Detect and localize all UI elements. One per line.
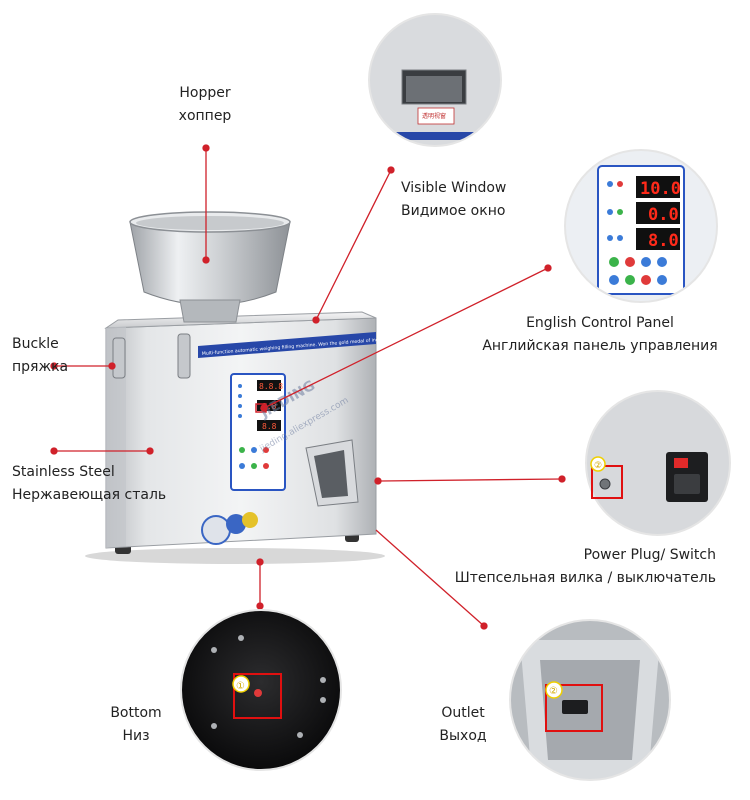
svg-text:透明视窗: 透明视窗 [422, 112, 446, 120]
detail-visible-window: 透明视窗 [368, 13, 502, 147]
buckle-clip [112, 333, 191, 379]
label-en: Stainless Steel [12, 464, 115, 480]
outlet-chute [305, 439, 359, 507]
label-en: Bottom [110, 705, 162, 721]
label-bottom: Bottom Низ [100, 702, 172, 748]
label-en: Buckle [12, 336, 59, 352]
label-en: Hopper [179, 85, 231, 101]
label-ru: Английская панель управления [482, 338, 718, 354]
display-3: 8.0 [648, 231, 679, 251]
label-ru: Видимое окно [401, 203, 506, 219]
banner-strip [198, 332, 376, 358]
label-ru: пряжка [12, 359, 69, 375]
detail-power: ② [585, 390, 731, 536]
label-visible-window: Visible Window Видимое окно [401, 177, 506, 223]
label-control-panel: English Control Panel Английская панель … [460, 312, 740, 358]
label-en: English Control Panel [526, 315, 674, 331]
mini-display: 8.8 [262, 422, 277, 431]
detail-outlet: ② [509, 619, 671, 781]
svg-text:①: ① [236, 681, 245, 692]
machine-control-panel: 8.8.8 8.8 8.8 [230, 373, 286, 491]
label-en: Visible Window [401, 180, 507, 196]
leader-lines [50, 144, 566, 630]
label-stainless-steel: Stainless Steel Нержавеющая сталь [12, 461, 166, 507]
badges [201, 512, 258, 545]
label-outlet: Outlet Выход [430, 702, 496, 748]
label-buckle: Buckle пряжка [12, 333, 68, 379]
label-en: Outlet [441, 705, 485, 721]
mini-display: 8.8 [262, 402, 277, 411]
svg-text:②: ② [594, 461, 602, 471]
detail-control-panel: 10.0 0.0 8.0 [564, 149, 718, 303]
label-ru: Низ [122, 728, 150, 744]
machine: Multi-function automatic weighing fillin… [85, 211, 410, 564]
display-1: 10.0 [640, 179, 681, 199]
detail-bottom: ① [180, 609, 342, 771]
label-en: Power Plug/ Switch [583, 547, 716, 563]
label-power: Power Plug/ Switch Штепсельная вилка / в… [455, 544, 716, 590]
label-ru: Штепсельная вилка / выключатель [454, 570, 716, 586]
label-ru: Нержавеющая сталь [12, 487, 167, 503]
svg-text:②: ② [549, 686, 558, 697]
mini-display: 8.8.8 [259, 382, 283, 391]
label-ru: хоппер [178, 108, 232, 124]
label-hopper: Hopper хоппер [160, 82, 250, 128]
hopper-bowl [129, 211, 291, 323]
display-2: 0.0 [648, 205, 679, 225]
label-ru: Выход [439, 728, 487, 744]
